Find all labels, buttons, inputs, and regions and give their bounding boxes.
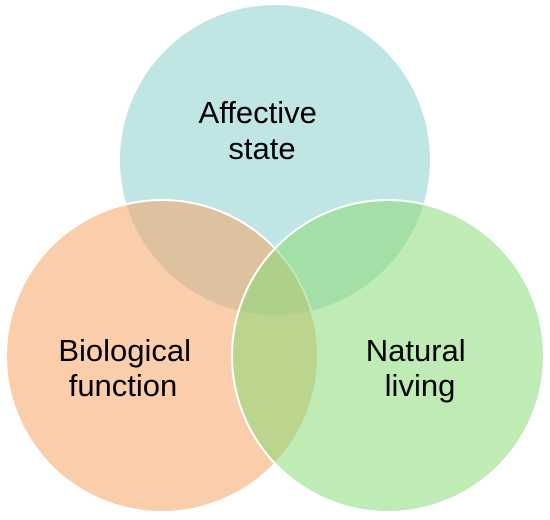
label-affective-line-2: state xyxy=(228,131,295,166)
label-affective-line-1: Affective xyxy=(199,95,317,130)
label-biological-line-1: Biological xyxy=(58,333,191,368)
circle-natural-living xyxy=(231,199,545,513)
label-natural-line-1: Natural xyxy=(366,333,466,368)
label-biological-function: Biological function xyxy=(58,333,199,403)
label-natural-line-2: living xyxy=(385,368,456,403)
label-affective-state: Affective state xyxy=(199,95,326,166)
label-natural-living: Natural living xyxy=(366,333,475,403)
label-biological-line-2: function xyxy=(69,368,178,403)
